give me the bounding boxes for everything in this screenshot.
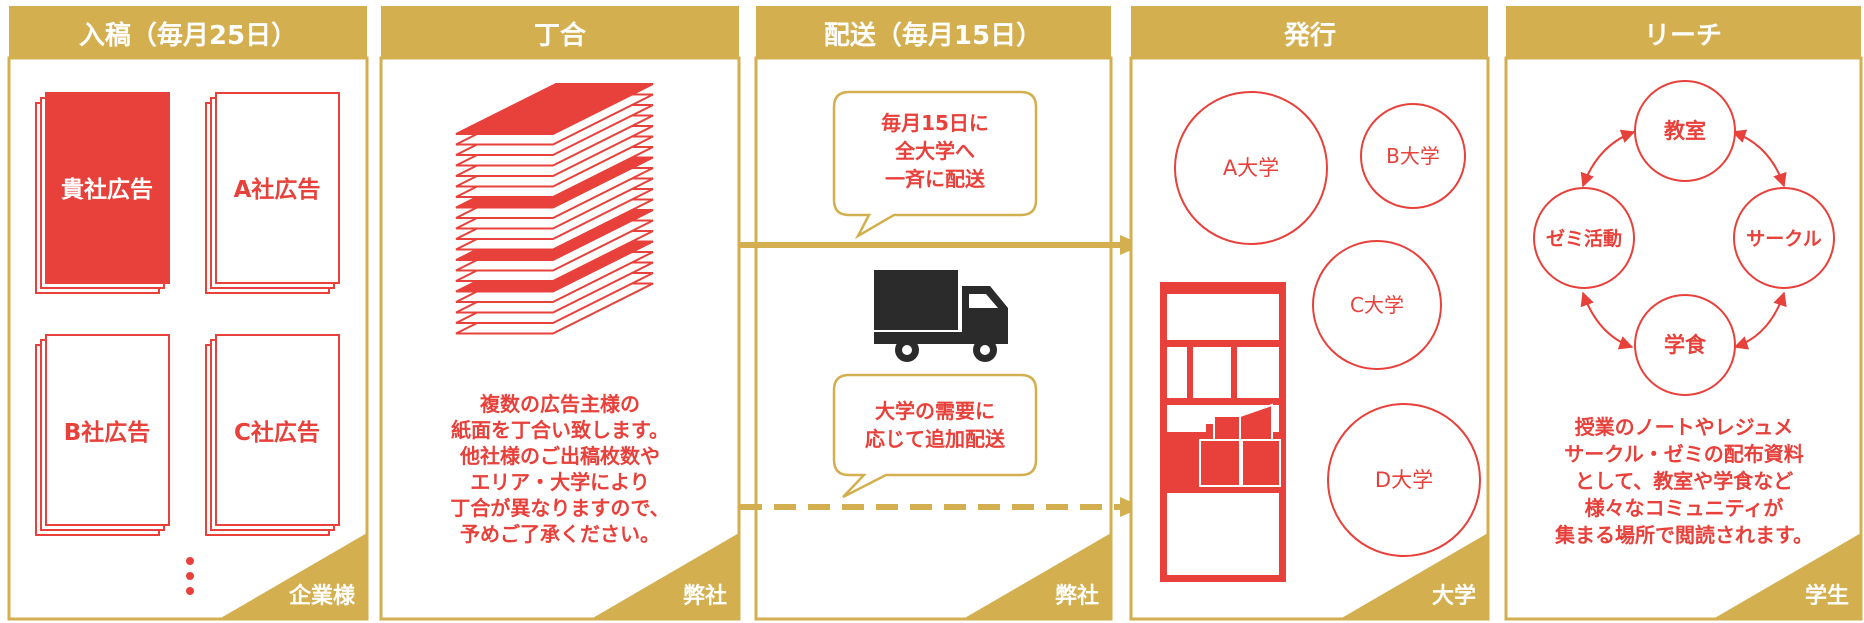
- cycle-label: 教室: [1664, 119, 1706, 143]
- description-line: 授業のノートやレジュメ: [1575, 415, 1794, 439]
- cycle-arrow-icon: [1580, 291, 1634, 350]
- ad-card: B社広告: [35, 334, 170, 536]
- university-label: C大学: [1350, 293, 1404, 317]
- bubble-line: 応じて追加配送: [865, 427, 1006, 451]
- cycle-arrow-icon: [1731, 129, 1787, 188]
- ad-card: A社広告: [205, 92, 340, 294]
- description-line: 紙面を丁合い致します。: [451, 418, 669, 442]
- stage-corner-triangle: [1340, 533, 1488, 619]
- bubble-line: 毎月15日に: [881, 111, 989, 135]
- description-line: 集まる場所で閲読されます。: [1554, 523, 1813, 547]
- bubble-line: 大学の需要に: [875, 399, 995, 423]
- stage-corner-triangle: [1713, 533, 1861, 619]
- cycle-arrow-icon: [1733, 291, 1787, 350]
- cycle-label: サークル: [1746, 228, 1821, 250]
- stage-corner-triangle: [963, 533, 1111, 619]
- university-circle: A大学: [1174, 91, 1328, 245]
- description-line: 予めご了承ください。: [460, 522, 660, 546]
- university-label: A大学: [1223, 156, 1279, 180]
- stage-delivery: 配送（毎月15日） 弊社 毎月15日に 全大学へ 一斉に配送: [754, 6, 1113, 621]
- university-circle: D大学: [1327, 403, 1481, 557]
- description: 授業のノートやレジュメ サークル・ゼミの配布資料 として、教室や学食など 様々な…: [1554, 415, 1813, 547]
- description-line: 他社様のご出稿枚数や: [459, 444, 660, 468]
- bubble-line: 一斉に配送: [885, 167, 986, 191]
- ad-card: C社広告: [205, 334, 340, 536]
- stage-header: 入稿（毎月25日）: [79, 20, 297, 51]
- speech-bubble: 毎月15日に 全大学へ 一斉に配送: [832, 90, 1038, 240]
- description-line: として、教室や学食など: [1575, 469, 1793, 493]
- speech-bubble: 大学の需要に 応じて追加配送: [832, 373, 1038, 499]
- cycle-node: ゼミ活動: [1533, 187, 1635, 289]
- description-line: 様々なコミュニティが: [1585, 496, 1784, 520]
- stage-header-bg: [756, 6, 1111, 58]
- cycle-node: 教室: [1634, 80, 1736, 182]
- paper-sheet: [455, 83, 654, 135]
- stage-collation: 丁合 弊社 複数の広告主様の 紙面を丁合い致します。 他社様のご出稿枚数や エリ…: [379, 6, 741, 621]
- description: 複数の広告主様の 紙面を丁合い致します。 他社様のご出稿枚数や エリア・大学によ…: [450, 392, 669, 546]
- university-label: D大学: [1375, 468, 1433, 492]
- stage-corner-triangle: [591, 533, 739, 619]
- stage-header: 発行: [1283, 20, 1336, 51]
- stage-header-bg: [1131, 6, 1488, 58]
- stage-submission: 入稿（毎月25日） 企業様 貴社広告 A社広告 B社広告: [7, 6, 369, 621]
- ad-label: A社広告: [234, 176, 321, 203]
- corner-label: 大学: [1432, 583, 1476, 609]
- corner-label: 企業様: [288, 583, 356, 609]
- cycle-label: 学食: [1664, 333, 1707, 357]
- cycle-arrow-icon: [1580, 129, 1636, 188]
- cycle-arrows: [1580, 129, 1787, 350]
- corner-label: 弊社: [683, 583, 727, 609]
- ad-label: 貴社広告: [61, 176, 153, 203]
- ad-label: B社広告: [64, 419, 151, 446]
- university-circle: B大学: [1360, 103, 1466, 209]
- university-label: B大学: [1386, 144, 1440, 168]
- description-line: 複数の広告主様の: [480, 392, 640, 416]
- magazine-rack-icon: [1160, 282, 1286, 582]
- stage-header-bg: [1506, 6, 1861, 58]
- cycle-label: ゼミ活動: [1546, 227, 1622, 250]
- stage-header: リーチ: [1644, 21, 1722, 51]
- stage-reach: リーチ 学生 教室 サークル 学食 ゼミ活動 授業のノートやレジュメ サ: [1504, 6, 1863, 621]
- corner-label: 学生: [1805, 583, 1849, 609]
- cycle-node: 学食: [1634, 294, 1736, 396]
- ad-card-highlight: 貴社広告: [35, 92, 170, 294]
- corner-label: 弊社: [1055, 583, 1099, 609]
- university-circle: C大学: [1312, 240, 1442, 370]
- paper-stack-icon: [455, 83, 654, 335]
- stage-header: 配送（毎月15日）: [824, 21, 1042, 51]
- stage-corner-triangle: [219, 533, 367, 619]
- ad-label: C社広告: [234, 419, 320, 446]
- description-line: エリア・大学により: [470, 470, 650, 494]
- stage-header-bg: [381, 6, 739, 58]
- stage-header-bg: [9, 6, 367, 58]
- stage-header: 丁合: [534, 20, 587, 51]
- description-line: 丁合が異なりますので、: [450, 496, 669, 520]
- description-line: サークル・ゼミの配布資料: [1564, 442, 1803, 466]
- bubble-line: 全大学へ: [894, 139, 975, 163]
- cycle-node: サークル: [1733, 187, 1835, 289]
- stage-publishing: 発行 大学 A大学 B大学 C大学 D大学: [1129, 6, 1490, 621]
- delivery-truck-icon: [874, 270, 1008, 362]
- vertical-ellipsis-icon: [186, 557, 194, 595]
